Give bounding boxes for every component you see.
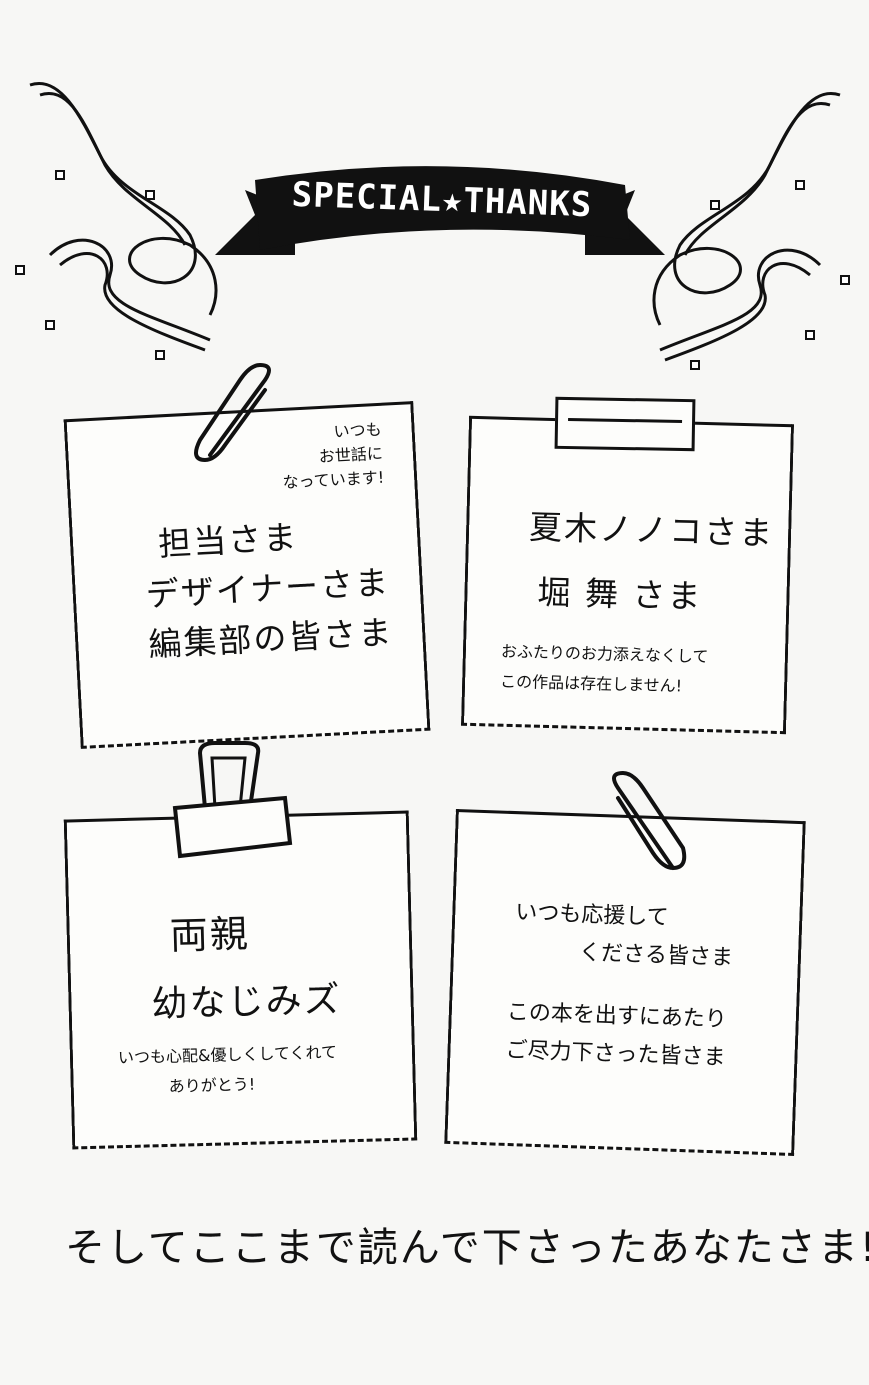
masking-tape-decoration xyxy=(554,396,696,452)
confetti-icon xyxy=(840,275,850,285)
confetti-icon xyxy=(55,170,65,180)
note-aside: いつも お世話に なっています! xyxy=(279,418,384,495)
note-card-collaborators: 夏木ノノコさま 堀 舞 さま おふたりのお力添えなくして この作品は存在しません… xyxy=(460,415,795,735)
paperclip-icon xyxy=(194,362,271,463)
message-line: おふたりのお力添えなくして xyxy=(500,641,709,667)
closing-message: そしてここまで読んで下さったあなたさま!! xyxy=(65,1225,869,1271)
paperclip-icon xyxy=(612,770,687,871)
aside-line: なっています! xyxy=(282,467,385,492)
banner-ribbon xyxy=(215,166,665,255)
thanks-line: 幼なじみズ xyxy=(151,979,343,1026)
thanks-line: ご尽力下さった皆さま xyxy=(505,1037,726,1071)
thanks-line: くださる皆さま xyxy=(578,940,734,971)
confetti-icon xyxy=(15,265,25,275)
streamer-right-decoration xyxy=(652,92,841,362)
message-line: ありがとう! xyxy=(168,1074,256,1096)
confetti-icon xyxy=(145,190,155,200)
message-line: この作品は存在しません! xyxy=(499,671,683,696)
confetti-icon xyxy=(690,360,700,370)
thanks-line: この本を出すにあたり xyxy=(506,999,728,1033)
streamer-left-decoration xyxy=(29,82,218,352)
binder-clip-icon xyxy=(172,741,293,859)
thanks-line: 担当さま xyxy=(157,517,300,564)
confetti-icon xyxy=(45,320,55,330)
thanks-line: 編集部の皆さま xyxy=(147,612,395,665)
thanks-line: 堀 舞 さま xyxy=(537,572,703,616)
confetti-icon xyxy=(795,180,805,190)
confetti-icon xyxy=(710,200,720,210)
thanks-line: いつも応援して xyxy=(514,900,670,931)
thanks-line: 夏木ノノコさま xyxy=(528,507,775,553)
thanks-line: 両親 xyxy=(169,911,251,958)
message-line: いつも心配&優しくしてくれて xyxy=(117,1042,338,1068)
confetti-icon xyxy=(805,330,815,340)
confetti-icon xyxy=(155,350,165,360)
